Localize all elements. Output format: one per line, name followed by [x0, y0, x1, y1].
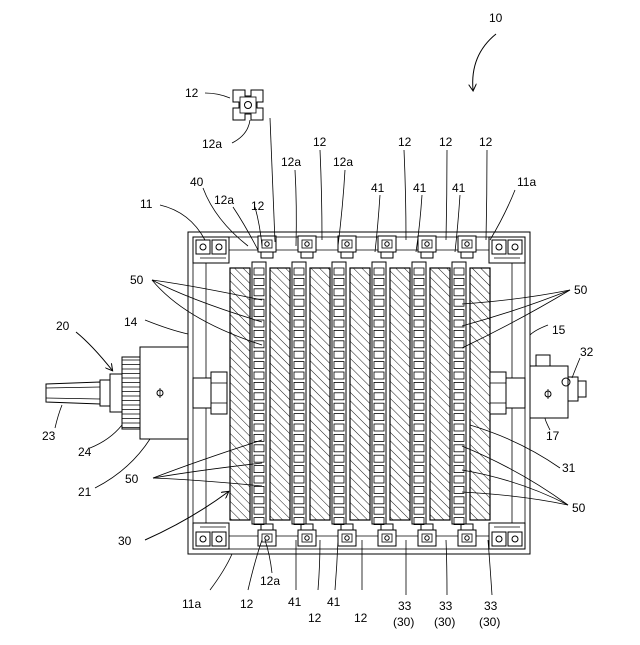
label-side-wall-right: 15	[552, 323, 566, 337]
label-profile-top: 12	[185, 86, 199, 100]
label-right-connector: 32	[580, 345, 594, 359]
label-bottom-30-2: (30)	[434, 615, 455, 629]
label-top-41-1: 41	[371, 181, 385, 195]
label-rollers-left-upper: 50	[130, 273, 144, 287]
label-top-12a-1: 12a	[214, 193, 234, 207]
label-coupling: 24	[78, 445, 92, 459]
label-bottom-41-1: 41	[288, 595, 302, 609]
label-top-12-2: 12	[313, 135, 327, 149]
hatched-plate	[430, 268, 450, 520]
label-top-12-4: 12	[439, 135, 453, 149]
label-frame-corner-bottom: 11a	[182, 597, 201, 611]
label-top-12-3: 12	[398, 135, 412, 149]
drive-unit	[46, 347, 227, 439]
label-bottom-30-1: (30)	[393, 615, 414, 629]
label-bottom-33-1: 33	[398, 599, 412, 613]
profile-clamp	[418, 524, 436, 546]
profile-clamp	[418, 236, 436, 258]
hatched-plate	[470, 268, 490, 520]
label-top-12-1: 12	[251, 199, 265, 213]
label-shaft: 31	[562, 461, 576, 475]
label-top-12a-2: 12a	[281, 155, 301, 169]
label-rotor-assembly: 30	[118, 534, 132, 548]
label-top-41-3: 41	[452, 181, 466, 195]
label-motor-housing: 21	[78, 485, 92, 499]
hatched-plate	[270, 268, 290, 520]
label-motor-handle: 23	[42, 429, 56, 443]
label-bottom-12-1: 12	[240, 597, 254, 611]
label-frame-corner-right: 11a	[517, 175, 536, 189]
profile-clamp	[298, 524, 316, 546]
label-top-12-5: 12	[479, 135, 493, 149]
label-bottom-33-3: 33	[484, 599, 498, 613]
label-bottom-30-3: (30)	[479, 615, 500, 629]
hatched-plate	[390, 268, 410, 520]
label-right-bearing: 17	[546, 429, 560, 443]
profile-clamp	[458, 524, 476, 546]
label-bottom-41-2: 41	[327, 595, 341, 609]
label-bottom-12-2: 12	[308, 611, 322, 625]
label-bottom-12a: 12a	[260, 574, 280, 588]
hatched-plate	[230, 268, 250, 520]
profile-clamp	[258, 236, 276, 258]
label-drive-unit: 20	[56, 319, 70, 333]
label-rollers-right-upper: 50	[574, 283, 588, 297]
label-bottom-33-2: 33	[439, 599, 453, 613]
label-rollers-right-lower: 50	[572, 501, 586, 515]
label-rollers-left-lower: 50	[125, 472, 139, 486]
profile-clamp	[298, 236, 316, 258]
label-bottom-12-3: 12	[354, 611, 368, 625]
profile-clamp	[378, 524, 396, 546]
label-frame-corner-left: 11	[140, 197, 153, 211]
profile-clamp	[338, 236, 356, 258]
profile-clamp	[458, 236, 476, 258]
hatched-plates	[230, 268, 490, 520]
label-groove-top: 12a	[202, 137, 222, 151]
profile-cross-section	[233, 90, 263, 120]
profile-clamp	[378, 236, 396, 258]
right-bearing-unit	[490, 355, 586, 418]
label-top-12a-3: 12a	[333, 155, 353, 169]
hatched-plate	[310, 268, 330, 520]
label-holder: 40	[190, 175, 204, 189]
hatched-plate	[350, 268, 370, 520]
label-top-41-2: 41	[413, 181, 427, 195]
label-assembly: 10	[489, 11, 503, 25]
label-side-wall-left: 14	[124, 315, 138, 329]
profile-clamp	[338, 524, 356, 546]
